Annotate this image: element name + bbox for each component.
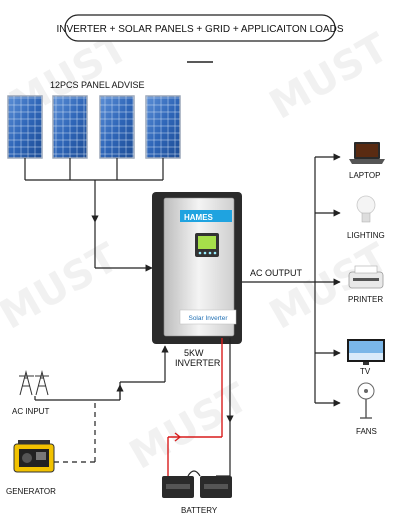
laptop-icon bbox=[349, 142, 385, 164]
load-label-printer: PRINTER bbox=[348, 295, 383, 304]
generator-label: GENERATOR bbox=[6, 487, 56, 496]
battery-label: BATTERY bbox=[181, 506, 218, 515]
tv-icon bbox=[347, 339, 385, 365]
ac-output-label: AC OUTPUT bbox=[250, 268, 303, 278]
inverter-unit: HAMES Solar Inverter bbox=[152, 192, 242, 344]
solar-panels bbox=[7, 95, 181, 159]
battery-icon bbox=[200, 476, 232, 498]
inverter-side-label: Solar Inverter bbox=[188, 315, 228, 322]
generator-wiring bbox=[54, 402, 96, 463]
panel-wiring bbox=[24, 158, 164, 272]
fan-icon bbox=[357, 382, 375, 419]
ac-input-wiring bbox=[34, 345, 169, 401]
inverter-caption: INVERTER bbox=[175, 358, 221, 368]
inverter-capacity: 5KW bbox=[184, 348, 204, 358]
load-label-fans: FANS bbox=[356, 427, 377, 436]
diagram-title: INVERTER + SOLAR PANELS + GRID + APPLICA… bbox=[56, 24, 343, 35]
solar-panel-icon bbox=[52, 95, 88, 159]
light-bulb-icon bbox=[356, 195, 376, 223]
generator-icon bbox=[13, 440, 55, 473]
brand-badge bbox=[180, 210, 232, 222]
svg-text:MUST: MUST bbox=[0, 234, 127, 338]
svg-text:MUST: MUST bbox=[122, 374, 257, 478]
inverter-brand: HAMES bbox=[184, 213, 214, 222]
battery-wiring bbox=[167, 338, 234, 477]
title-box bbox=[64, 14, 336, 42]
ac-output-wiring bbox=[242, 153, 341, 407]
load-label-laptop: LAPTOP bbox=[349, 171, 380, 180]
solar-panel-icon bbox=[7, 95, 43, 159]
transmission-tower-icon bbox=[19, 370, 49, 396]
panels-label: 12PCS PANEL ADVISE bbox=[50, 80, 145, 90]
load-label-lighting: LIGHTING bbox=[347, 231, 385, 240]
solar-panel-icon bbox=[99, 95, 135, 159]
ac-input-label: AC INPUT bbox=[12, 407, 49, 416]
printer-icon bbox=[348, 265, 384, 289]
battery-icon bbox=[162, 476, 194, 498]
load-label-tv: TV bbox=[360, 367, 371, 376]
solar-panel-icon bbox=[145, 95, 181, 159]
